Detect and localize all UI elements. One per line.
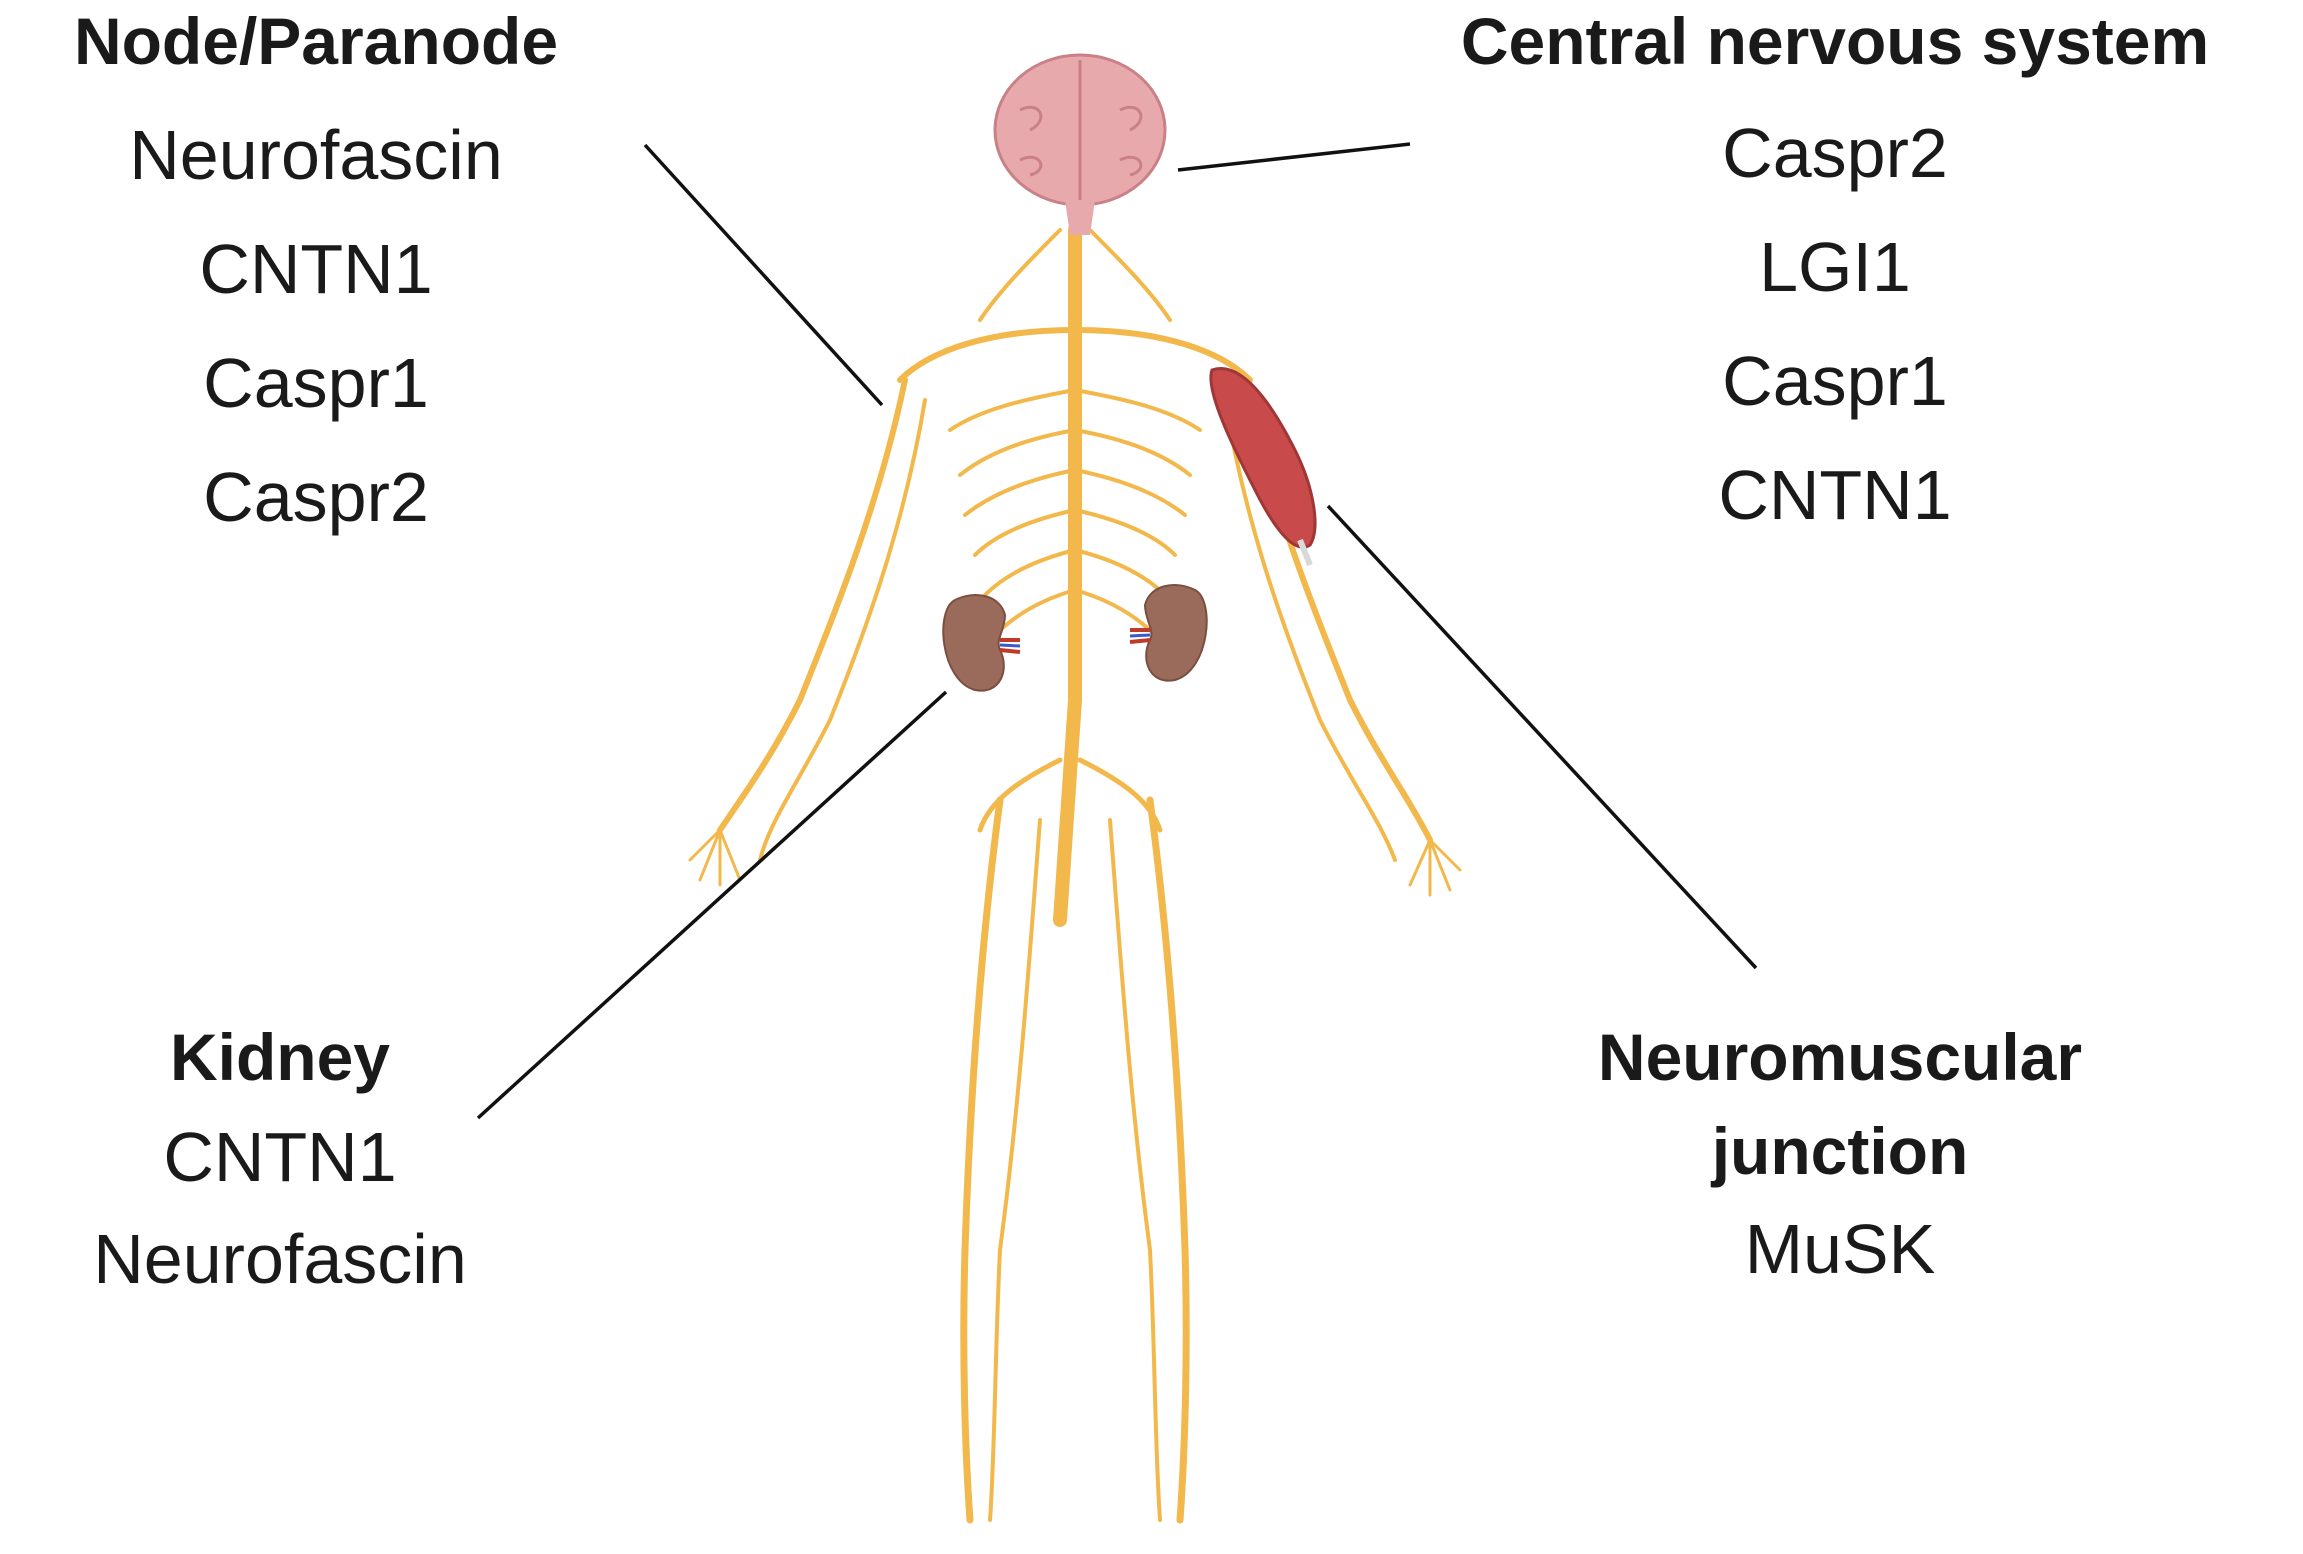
antigen-cntn1: CNTN1 bbox=[1718, 456, 1952, 534]
leader-line-cns bbox=[1177, 142, 1411, 172]
antigen-neurofascin: Neurofascin bbox=[129, 116, 503, 194]
leader-line-node-paranode bbox=[643, 143, 884, 407]
leader-lines bbox=[476, 142, 1758, 1120]
leader-line-nmj bbox=[1326, 504, 1758, 970]
antigen-caspr1: Caspr1 bbox=[1722, 342, 1948, 420]
antigen-caspr2: Caspr2 bbox=[203, 458, 429, 536]
kidney-icon bbox=[942, 584, 1208, 692]
heading-node-paranode: Node/Paranode bbox=[73, 4, 559, 78]
antigen-cntn1: CNTN1 bbox=[199, 230, 433, 308]
muscle-icon bbox=[1209, 367, 1317, 567]
antigen-musk: MuSK bbox=[1744, 1210, 1936, 1288]
heading-cns: Central nervous system bbox=[1460, 4, 2210, 78]
label-node-paranode: Node/Paranode Neurofascin CNTN1 Caspr1 C… bbox=[8, 8, 624, 532]
heading-kidney: Kidney bbox=[169, 1020, 391, 1094]
brain-icon bbox=[993, 53, 1167, 235]
antigen-caspr2: Caspr2 bbox=[1722, 114, 1948, 192]
label-nmj: Neuromuscular junction MuSK bbox=[1530, 1024, 2150, 1284]
antigen-lgi1: LGI1 bbox=[1759, 228, 1911, 306]
heading-nmj-line-2: junction bbox=[1711, 1114, 1969, 1188]
antigen-cntn1: CNTN1 bbox=[163, 1118, 397, 1196]
leader-line-kidney bbox=[476, 690, 948, 1120]
antigen-neurofascin: Neurofascin bbox=[93, 1220, 467, 1298]
antigen-caspr1: Caspr1 bbox=[203, 344, 429, 422]
label-kidney: Kidney CNTN1 Neurofascin bbox=[30, 1024, 530, 1294]
label-cns: Central nervous system Caspr2 LGI1 Caspr… bbox=[1375, 8, 2295, 530]
nervous-system-figure bbox=[688, 223, 1462, 1524]
heading-nmj-line-1: Neuromuscular bbox=[1597, 1020, 2083, 1094]
